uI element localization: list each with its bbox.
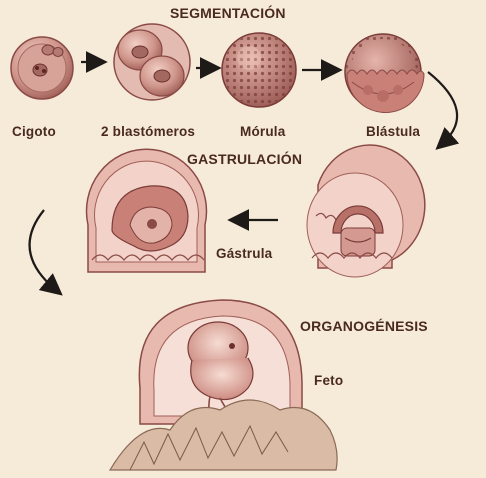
morula-label: Mórula	[240, 124, 286, 139]
morula-illustration	[221, 32, 297, 108]
late-gastrula-illustration	[85, 148, 208, 273]
segmentation-arrows	[81, 51, 343, 81]
early-gastrula-illustration	[306, 144, 426, 278]
zygote-label: Cigoto	[12, 124, 56, 139]
fetus-label: Feto	[314, 373, 344, 388]
gastrula-label: Gástrula	[216, 246, 273, 261]
gastrulation-heading: GASTRULACIÓN	[187, 151, 303, 167]
two-blastomeres-label: 2 blastómeros	[101, 124, 196, 139]
organogenesis-heading: ORGANOGÉNESIS	[300, 318, 428, 334]
curved-arrow-gastrula-to-fetus	[28, 209, 63, 296]
blastula-illustration	[344, 33, 425, 113]
fetus-illustration	[108, 299, 338, 471]
blastula-label: Blástula	[366, 124, 421, 139]
segmentation-heading: SEGMENTACIÓN	[170, 5, 286, 21]
zygote-illustration	[10, 36, 74, 100]
curved-arrow-blastula-to-gastrula	[427, 71, 460, 150]
two-blastomeres-illustration	[113, 23, 191, 101]
